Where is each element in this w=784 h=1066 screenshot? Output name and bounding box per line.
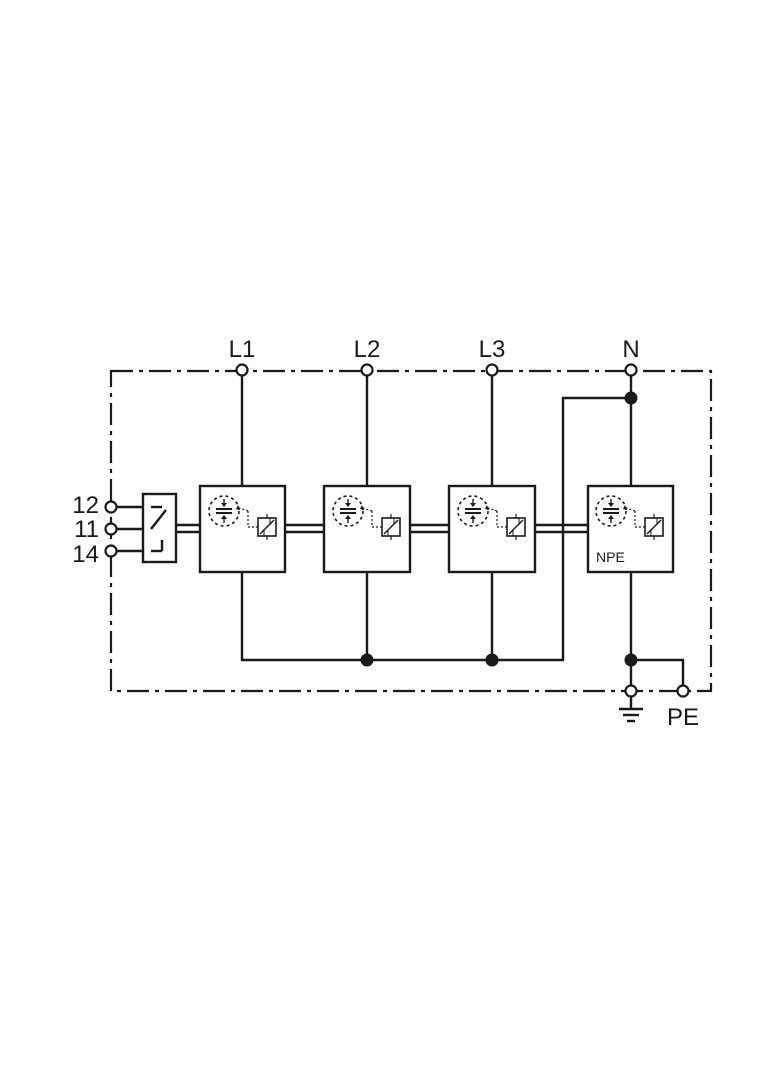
terminal-label-l2: L2 [354, 336, 381, 363]
terminal-earth [624, 684, 638, 698]
junction-dot [485, 653, 499, 667]
changeover-contact-icon [141, 492, 178, 564]
spd-module-npe: NPE [586, 484, 675, 574]
terminal-pe [676, 684, 690, 698]
aux-terminal-14 [104, 544, 118, 558]
spd-module-l2 [322, 484, 412, 574]
junction-dot [624, 391, 638, 405]
terminal-label-n: N [622, 336, 639, 363]
junction-dot [360, 653, 374, 667]
aux-terminal-label-11: 11 [74, 516, 99, 543]
module-label-npe: NPE [596, 549, 625, 565]
ground-icon [619, 707, 643, 723]
spd-module-l1 [198, 484, 287, 574]
terminal-l1 [235, 363, 249, 377]
terminal-l3 [485, 363, 499, 377]
terminal-l2 [360, 363, 374, 377]
terminal-label-l3: L3 [479, 336, 506, 363]
aux-terminal-label-12: 12 [72, 492, 99, 519]
aux-terminal-label-14: 14 [72, 541, 99, 568]
aux-terminal-12 [104, 500, 118, 514]
terminal-label-l1: L1 [229, 336, 256, 363]
terminal-n [624, 363, 638, 377]
terminal-label-pe: PE [667, 704, 699, 731]
aux-terminal-11 [104, 522, 118, 536]
junction-dot [624, 653, 638, 667]
spd-module-l3 [447, 484, 537, 574]
wiring [116, 376, 685, 708]
